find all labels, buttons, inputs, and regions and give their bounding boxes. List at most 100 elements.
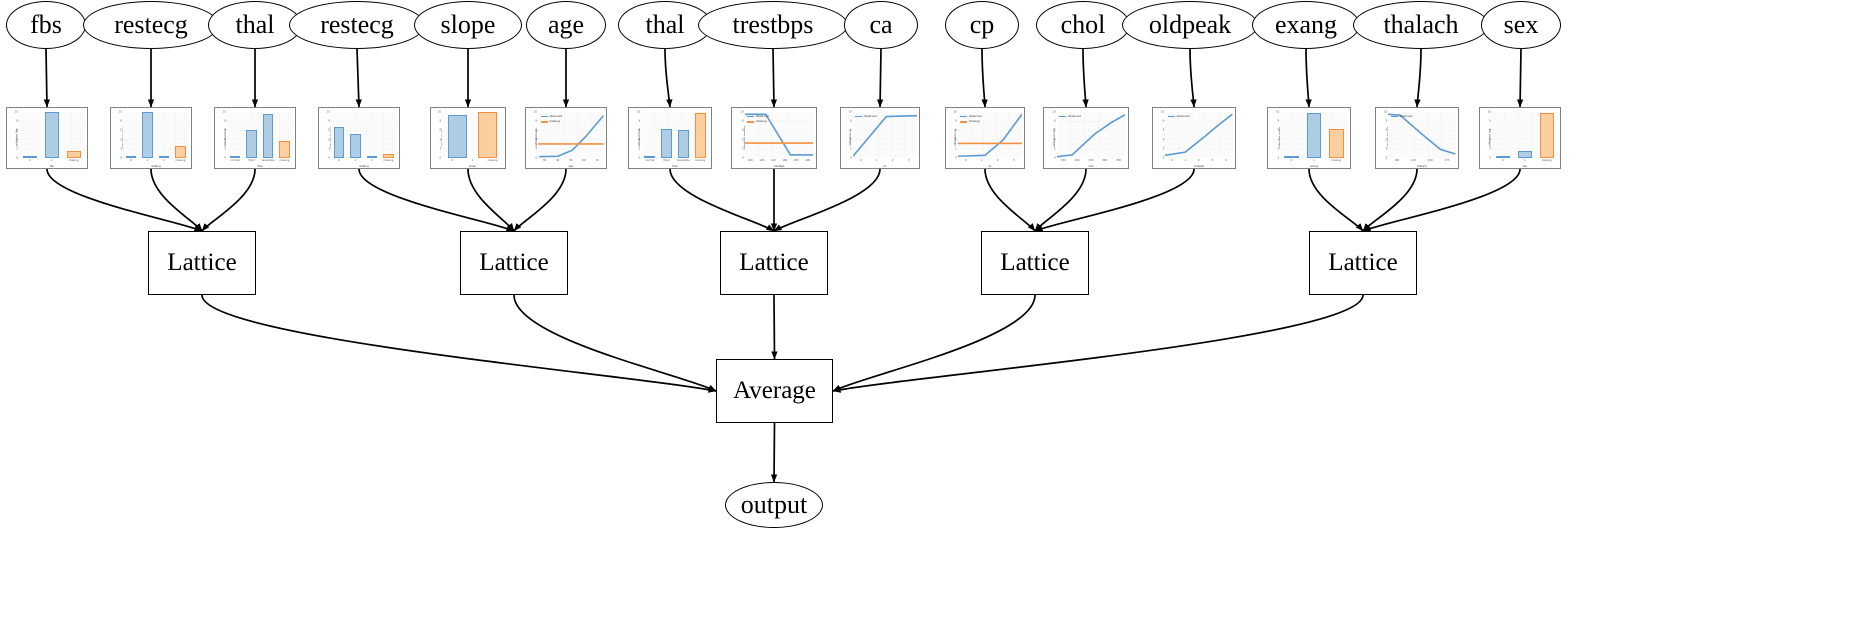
calibrator-y-tick: 2 xyxy=(638,147,641,151)
calibrator-bar-2 xyxy=(158,155,170,158)
calibrator-x-tick: 3 xyxy=(1012,158,1015,162)
edge-cal14-to-lat4 xyxy=(1362,168,1521,232)
average-node[interactable]: Average xyxy=(716,359,833,423)
lattice-node-1[interactable]: Lattice xyxy=(460,231,568,295)
input-node-sex[interactable]: sex xyxy=(1481,1,1561,49)
calibrator-y-tick: 0 xyxy=(328,156,330,160)
calibrator-y-tick: 6 xyxy=(850,128,852,132)
edge-in11-to-cal11 xyxy=(1189,48,1197,108)
calibrator-x-tick: 0 xyxy=(1171,158,1173,162)
calibrator-x-tick: 300 xyxy=(1102,158,1108,162)
calibrator-panel-restecg[interactable]: calibrated restecgrestecg1086420012missi… xyxy=(110,107,192,169)
input-node-label: fbs xyxy=(30,10,62,39)
calibrator-y-tick: 0 xyxy=(1053,156,1056,160)
calibrator-panel-oldpeak[interactable]: calibrated oldpeakoldpeak108642001234obs… xyxy=(1152,107,1236,169)
calibrator-x-tick: 150 xyxy=(1060,158,1066,162)
lattice-node-label: Lattice xyxy=(167,249,237,276)
input-node-trestbps[interactable]: trestbps xyxy=(698,1,848,49)
input-node-restecg[interactable]: restecg xyxy=(289,1,425,49)
lattice-node-0[interactable]: Lattice xyxy=(148,231,256,295)
calibrator-bar-0 xyxy=(1495,155,1510,158)
input-node-exang[interactable]: exang xyxy=(1252,1,1360,49)
input-node-thal[interactable]: thal xyxy=(208,1,302,49)
calibrator-x-tick: 2 xyxy=(891,158,894,162)
calibrator-x-tick: fixed xyxy=(248,158,255,162)
calibrator-bar-0 xyxy=(333,126,345,158)
edge-in8-to-cal8 xyxy=(876,48,884,108)
calibrator-panel-thalach[interactable]: calibrated thalachthalach108642010012515… xyxy=(1375,107,1459,169)
edge-in0-to-cal0 xyxy=(43,48,51,108)
input-node-ca[interactable]: ca xyxy=(844,1,918,49)
calibrator-x-tick: normal xyxy=(645,158,655,162)
lattice-node-label: Lattice xyxy=(479,249,549,276)
calibrator-x-tick: 0 xyxy=(29,158,31,162)
input-node-label: chol xyxy=(1060,10,1106,39)
calibrator-panel-exang[interactable]: calibrated exangexang108642001missing xyxy=(1267,107,1351,169)
calibrator-y-tick: 8 xyxy=(638,119,641,123)
calibrator-bar-normal xyxy=(644,155,656,158)
calibrator-panel-trestbps[interactable]: calibrated trestbpstrestbps1086420100120… xyxy=(731,107,817,169)
lattice-node-4[interactable]: Lattice xyxy=(1309,231,1417,295)
calibrator-legend: observed xyxy=(1390,114,1412,119)
calibrator-y-tick: 6 xyxy=(328,128,330,132)
calibrator-x-tick: 1 xyxy=(1184,158,1187,162)
calibrator-y-tick: 6 xyxy=(535,128,537,132)
input-node-slope[interactable]: slope xyxy=(414,1,522,49)
calibrator-x-tick: missing xyxy=(487,158,498,162)
edge-in9-to-cal9 xyxy=(981,48,988,108)
output-node-label: output xyxy=(740,490,808,519)
calibrator-y-tick: 6 xyxy=(120,128,122,132)
calibrator-y-tick: 10 xyxy=(118,110,122,114)
calibrator-y-tick: 4 xyxy=(741,138,744,142)
calibrator-y-tick: 8 xyxy=(535,119,537,123)
legend-label: missing xyxy=(968,119,980,124)
input-node-age[interactable]: age xyxy=(526,1,606,49)
input-node-fbs[interactable]: fbs xyxy=(6,1,86,49)
calibrator-x-tick: 100 xyxy=(1394,158,1400,162)
lattice-node-3[interactable]: Lattice xyxy=(981,231,1089,295)
legend-label: observed xyxy=(549,114,563,118)
calibrator-x-tick: missing xyxy=(279,158,290,162)
calibrator-x-tick: missing xyxy=(175,158,186,162)
input-node-restecg[interactable]: restecg xyxy=(83,1,219,49)
calibrator-x-tick: 150 xyxy=(1427,158,1433,162)
input-node-label: restecg xyxy=(114,10,188,39)
input-node-thal[interactable]: thal xyxy=(618,1,712,49)
input-node-cp[interactable]: cp xyxy=(945,1,1019,49)
calibrator-panel-slope[interactable]: calibrated slopeslope108642001missing xyxy=(430,107,506,169)
calibrator-y-tick: 4 xyxy=(638,138,641,142)
input-node-thalach[interactable]: thalach xyxy=(1353,1,1489,49)
calibrator-panel-restecg[interactable]: calibrated restecgrestecg1086420012missi… xyxy=(318,107,400,169)
calibrator-y-tick: 10 xyxy=(1160,110,1165,114)
average-node-label: Average xyxy=(733,377,816,404)
edge-lat1-to-avg xyxy=(513,294,717,392)
input-node-chol[interactable]: chol xyxy=(1036,1,1130,49)
legend-label: observed xyxy=(863,114,877,118)
calibrator-bar-1 xyxy=(142,112,153,158)
input-node-oldpeak[interactable]: oldpeak xyxy=(1122,1,1258,49)
edge-cal1-to-lat0 xyxy=(150,168,203,232)
calibrator-y-tick: 10 xyxy=(953,110,957,114)
calibrator-x-tick: 1 xyxy=(146,158,149,162)
output-node[interactable]: output xyxy=(725,482,823,528)
calibrator-bar-normal xyxy=(229,155,241,158)
legend-label: observed xyxy=(755,114,769,118)
calibrator-y-tick: 8 xyxy=(850,119,852,123)
calibrator-x-tick: 250 xyxy=(1088,158,1094,162)
calibrator-x-tick: 2 xyxy=(1198,158,1200,162)
legend-swatch-observed xyxy=(855,116,863,118)
calibrator-y-tick: 10 xyxy=(326,110,330,114)
lattice-node-2[interactable]: Lattice xyxy=(720,231,828,295)
input-node-label: exang xyxy=(1274,10,1338,39)
